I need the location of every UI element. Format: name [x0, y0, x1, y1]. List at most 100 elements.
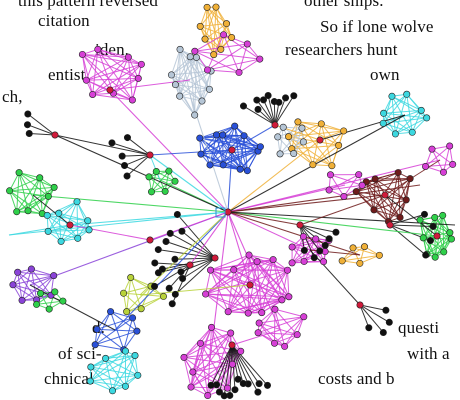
network-node-icon — [270, 339, 278, 347]
network-node-icon — [391, 130, 399, 138]
network-edge — [210, 344, 233, 386]
network-edge — [58, 201, 78, 214]
network-edge — [192, 327, 212, 373]
network-edge — [312, 123, 322, 165]
network-node-icon — [171, 290, 179, 298]
network-edge — [223, 34, 240, 73]
network-node-icon — [121, 347, 129, 355]
network-node-icon — [171, 255, 179, 263]
network-node-icon — [162, 237, 170, 245]
network-node-icon — [120, 289, 128, 297]
network-edge — [16, 186, 55, 213]
network-edge — [261, 269, 288, 313]
network-edge — [231, 344, 259, 393]
network-node-icon — [428, 145, 436, 153]
text-fragment-14: with a — [407, 344, 450, 363]
network-node-icon — [179, 274, 187, 282]
network-edge — [394, 94, 408, 135]
network-node-icon — [224, 208, 232, 216]
network-node-icon — [420, 210, 428, 218]
network-node-icon — [402, 196, 410, 204]
network-edge — [434, 232, 451, 258]
network-edge — [192, 363, 233, 373]
network-edge — [227, 194, 386, 213]
network-node-icon — [223, 384, 231, 392]
network-node-icon — [50, 183, 58, 191]
network-edge — [261, 299, 283, 314]
network-node-icon — [358, 181, 366, 189]
network-edge — [17, 272, 38, 301]
network-edge — [81, 54, 94, 95]
network-edge — [391, 96, 413, 133]
network-node-icon — [431, 213, 439, 221]
network-edge — [29, 132, 56, 136]
network-edge — [205, 293, 262, 314]
network-edge — [226, 364, 233, 389]
network-edge — [27, 186, 55, 212]
network-edge — [171, 56, 191, 76]
network-node-icon — [160, 292, 168, 300]
network-edge — [209, 211, 229, 361]
network-edge — [286, 270, 290, 297]
network-node-icon — [146, 236, 154, 244]
network-edge — [389, 224, 427, 256]
network-edge — [199, 137, 261, 148]
network-node-icon — [325, 186, 333, 194]
network-edge — [233, 259, 274, 271]
network-node-icon — [253, 96, 261, 104]
network-edge — [48, 230, 78, 239]
network-node-icon — [300, 246, 308, 254]
network-edge — [213, 37, 232, 55]
network-edge — [213, 23, 227, 55]
network-edge — [182, 257, 216, 279]
network-node-icon — [167, 71, 175, 79]
network-edge — [231, 344, 260, 384]
network-node-icon — [161, 187, 169, 195]
network-node-icon — [205, 85, 213, 93]
network-edge — [89, 350, 126, 382]
network-node-icon — [375, 251, 383, 259]
network-node-icon — [253, 258, 261, 266]
network-edge — [204, 23, 227, 40]
network-node-icon — [223, 20, 231, 28]
network-edge — [259, 316, 304, 324]
network-edge — [210, 269, 249, 314]
network-edge — [194, 50, 240, 73]
network-node-icon — [422, 162, 430, 170]
network-node-icon — [293, 331, 301, 339]
network-node-icon — [340, 127, 348, 135]
network-node-icon — [37, 289, 45, 297]
network-edge — [406, 93, 422, 111]
network-node-icon — [335, 141, 343, 149]
network-node-icon — [134, 74, 142, 82]
network-edge — [177, 214, 216, 259]
network-node-icon — [146, 151, 154, 159]
network-edge — [258, 322, 285, 347]
network-node-icon — [254, 388, 262, 396]
network-edge — [130, 277, 142, 309]
network-edge — [111, 142, 151, 156]
network-edge — [320, 123, 333, 166]
network-edge — [112, 350, 126, 391]
network-node-icon — [196, 339, 204, 347]
network-edge — [69, 211, 229, 226]
network-node-icon — [204, 392, 212, 400]
network-edge — [12, 275, 54, 286]
network-edge — [105, 358, 126, 387]
network-edge — [258, 332, 298, 336]
network-edge — [341, 246, 365, 262]
network-node-icon — [234, 375, 242, 383]
network-node-icon — [50, 272, 58, 280]
network-node-icon — [123, 172, 131, 180]
network-node-icon — [320, 258, 328, 266]
network-node-icon — [356, 259, 364, 267]
network-edge — [149, 154, 161, 181]
network-edge — [112, 56, 129, 94]
network-node-icon — [13, 208, 21, 216]
network-edge — [204, 37, 232, 40]
network-edge — [209, 146, 261, 166]
network-edge — [97, 48, 142, 65]
network-node-icon — [228, 360, 236, 368]
network-edge — [97, 49, 114, 94]
text-fragment-2: citation — [38, 11, 90, 30]
